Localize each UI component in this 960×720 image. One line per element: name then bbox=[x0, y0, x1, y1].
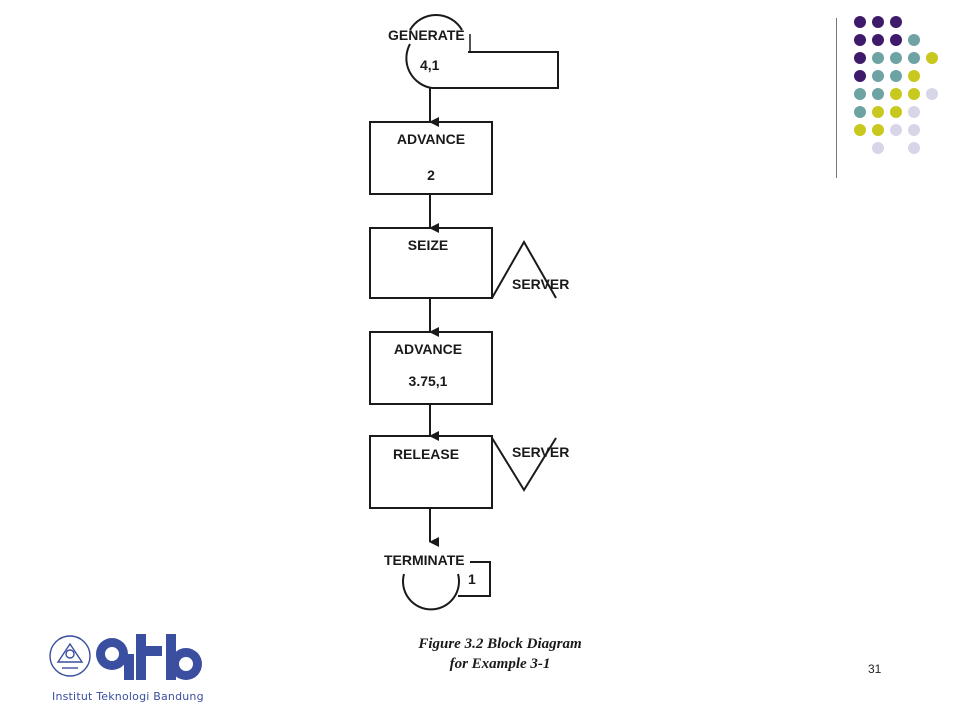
seize-facility: SERVER bbox=[512, 276, 569, 292]
decorative-dot bbox=[854, 70, 866, 82]
release-label: RELEASE bbox=[393, 446, 459, 462]
advance-label-1: ADVANCE bbox=[397, 131, 465, 147]
generate-block: GENERATE 4,1 bbox=[388, 13, 559, 89]
decorative-dot bbox=[926, 88, 938, 100]
decorative-dot bbox=[872, 142, 884, 154]
itb-seal-icon bbox=[49, 635, 91, 677]
seize-block: SEIZE SERVER bbox=[369, 227, 569, 299]
decorative-dot bbox=[890, 34, 902, 46]
decorative-dot bbox=[872, 88, 884, 100]
itb-logo bbox=[49, 634, 202, 680]
decorative-dot bbox=[854, 124, 866, 136]
caption-line-1: Figure 3.2 Block Diagram bbox=[418, 636, 582, 652]
decorative-dot bbox=[908, 52, 920, 64]
decorative-dot bbox=[872, 70, 884, 82]
decorative-dot bbox=[890, 16, 902, 28]
decorative-dot bbox=[854, 34, 866, 46]
caption-line-2: for Example 3-1 bbox=[449, 656, 551, 672]
decorative-dot bbox=[872, 52, 884, 64]
decorative-dot bbox=[872, 124, 884, 136]
figure-caption: Figure 3.2 Block Diagram for Example 3-1 bbox=[380, 634, 620, 674]
decorative-dot bbox=[854, 106, 866, 118]
release-block: RELEASE SERVER bbox=[369, 435, 569, 509]
decorative-dot bbox=[908, 142, 920, 154]
decorative-dot bbox=[890, 70, 902, 82]
terminate-operand: 1 bbox=[468, 571, 476, 587]
advance-block-2: ADVANCE 3.75,1 bbox=[369, 331, 493, 405]
decorative-dot bbox=[908, 106, 920, 118]
advance-operand-2: 3.75,1 bbox=[409, 373, 448, 389]
decorative-dot bbox=[854, 52, 866, 64]
decorative-dot bbox=[872, 34, 884, 46]
decorative-dot bbox=[872, 16, 884, 28]
advance-label-2: ADVANCE bbox=[394, 341, 462, 357]
decorative-dot bbox=[926, 52, 938, 64]
decorative-dot bbox=[890, 106, 902, 118]
seize-label: SEIZE bbox=[408, 237, 448, 253]
advance-operand-1: 2 bbox=[427, 167, 435, 183]
decorative-dot bbox=[908, 88, 920, 100]
seize-triangle-shape bbox=[491, 239, 557, 299]
decorative-dot bbox=[890, 52, 902, 64]
terminate-block: TERMINATE 1 bbox=[384, 552, 491, 611]
decorative-dot bbox=[854, 16, 866, 28]
decorative-dot bbox=[890, 88, 902, 100]
generate-label: GENERATE bbox=[388, 27, 465, 43]
decorative-dot bbox=[908, 124, 920, 136]
decorative-divider bbox=[836, 18, 837, 178]
page-number: 31 bbox=[868, 662, 882, 676]
logo-institution-name: Institut Teknologi Bandung bbox=[52, 690, 204, 703]
release-triangle-shape bbox=[491, 437, 557, 492]
release-facility: SERVER bbox=[512, 444, 569, 460]
decorative-dot bbox=[908, 34, 920, 46]
decorative-dot bbox=[854, 88, 866, 100]
decorative-dot bbox=[908, 70, 920, 82]
advance-block-1: ADVANCE 2 bbox=[369, 121, 493, 195]
generate-operand: 4,1 bbox=[420, 57, 440, 73]
decorative-dot bbox=[890, 124, 902, 136]
terminate-label: TERMINATE bbox=[384, 552, 465, 568]
decorative-dot-grid bbox=[848, 12, 948, 158]
decorative-dot bbox=[872, 106, 884, 118]
